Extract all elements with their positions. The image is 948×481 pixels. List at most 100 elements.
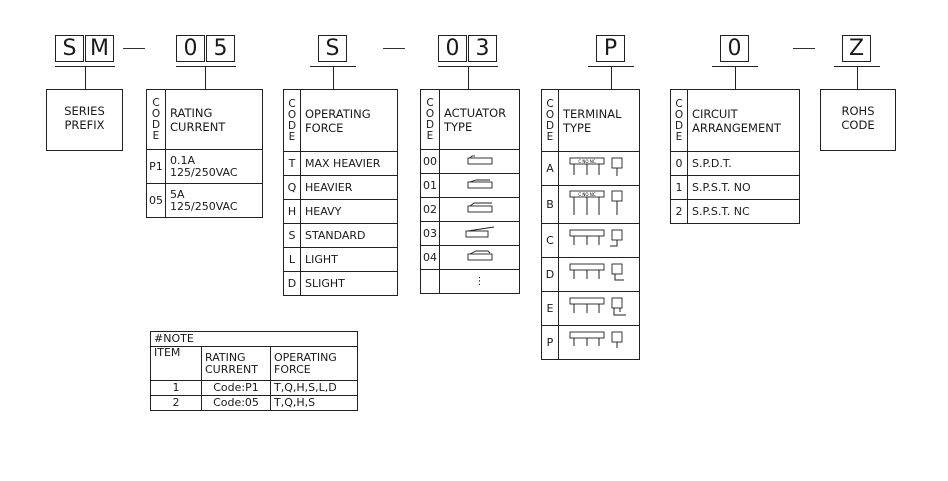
circuit-code-box: 0 [720, 35, 749, 62]
terminal-header: TERMINAL TYPE [558, 89, 640, 152]
terminal-pcb-straight-icon: C NO NC [569, 190, 623, 215]
code-vertical-label: C O D E [670, 89, 688, 152]
actuator-pin-plunger-icon [467, 155, 492, 165]
terminal-image-cell [558, 291, 640, 326]
note-force-cell: T,Q,H,S,L,D [270, 380, 358, 396]
table-row: 05 5A 125/250VAC [146, 183, 263, 218]
code-letter: C [546, 97, 554, 110]
code-letter: O [151, 107, 161, 120]
header-line: FORCE [305, 120, 344, 135]
rating-underline [176, 66, 236, 67]
rating-desc-line: 0.1A [170, 153, 196, 167]
terminal-code-cell: E [541, 291, 559, 326]
actuator-code-cell: 02 [420, 197, 440, 222]
rohs-code-label: ROHS CODE [821, 104, 895, 132]
header-line: ARRANGEMENT [692, 120, 781, 135]
code-vertical-label: C O D E [420, 89, 440, 150]
rating-header: RATING CURRENT [165, 89, 263, 150]
circuit-header: CIRCUIT ARRANGEMENT [687, 89, 800, 152]
code-vertical-label: C O D E [146, 89, 166, 150]
terminal-quick-connect-icon [569, 297, 626, 316]
table-row: ⋮ [420, 269, 520, 294]
code-letter: E [426, 129, 434, 142]
code-letter: E [152, 129, 160, 142]
separator-dash [123, 48, 145, 49]
rating-code-cell: 05 [146, 183, 166, 218]
actuator-image-cell [439, 173, 520, 198]
table-row: 03 [420, 221, 520, 246]
table-row: 2 Code:05 T,Q,H,S [150, 395, 358, 411]
force-header: OPERATING FORCE [300, 89, 398, 152]
note-table: #NOTE ITEM RATING CURRENT OPERATING FORC… [150, 331, 358, 411]
table-header-row: C O D E RATING CURRENT [146, 89, 263, 150]
terminal-code-box: P [596, 35, 625, 62]
code-letter: O [674, 108, 684, 121]
rohs-code-label-box: ROHS CODE [820, 89, 896, 151]
note-rating-cell: Code:P1 [201, 380, 271, 396]
table-row: P [541, 325, 640, 360]
rating-current-table: C O D E RATING CURRENT P1 0.1A 125/250VA… [146, 89, 263, 218]
actuator-code-cell: 01 [420, 173, 440, 198]
circuit-code-cell: 2 [670, 199, 688, 224]
terminal-image-cell: C NO NC [558, 151, 640, 186]
actuator-image-cell [439, 221, 520, 246]
code-letter: D [545, 119, 555, 132]
circuit-code-cell: 0 [670, 151, 688, 176]
rating-desc-line: 125/250VAC [170, 199, 238, 213]
note-header-force: OPERATING FORCE [270, 346, 358, 381]
terminal-code-cell: B [541, 185, 559, 224]
separator-dash [383, 48, 405, 49]
force-desc-cell: MAX HEAVIER [300, 151, 398, 176]
terminal-marks: C NO NC [578, 159, 595, 164]
table-header-row: C O D E TERMINAL TYPE [541, 89, 640, 152]
actuator-image-cell [439, 197, 520, 222]
code-letter: E [546, 130, 554, 143]
table-row: C [541, 223, 640, 258]
header-line: ACTUATOR [444, 105, 507, 120]
rating-code-box-1: 0 [176, 35, 205, 62]
note-force-cell: T,Q,H,S [270, 395, 358, 411]
actuator-header: ACTUATOR TYPE [439, 89, 520, 150]
code-letter: C [675, 97, 683, 110]
header-line: RATING [170, 105, 213, 120]
table-row: P1 0.1A 125/250VAC [146, 149, 263, 184]
code-letter: C [288, 97, 296, 110]
code-letter: D [674, 119, 684, 132]
note-header-rating: RATING CURRENT [201, 346, 271, 381]
force-desc-cell: STANDARD [300, 223, 398, 248]
force-code-cell: T [283, 151, 301, 176]
actuator-code-box-2: 3 [468, 35, 497, 62]
table-header-row: C O D E CIRCUIT ARRANGEMENT [670, 89, 800, 152]
terminal-image-cell [558, 325, 640, 360]
actuator-code-cell: 03 [420, 221, 440, 246]
terminal-type-table: C O D E TERMINAL TYPE A C NO NC B C NO N… [541, 89, 640, 360]
actuator-more-cell: ⋮ [439, 269, 520, 294]
code-vertical-label: C O D E [283, 89, 301, 152]
actuator-simulated-roller-icon [467, 250, 492, 261]
force-code-cell: H [283, 199, 301, 224]
terminal-pcb-left-icon [569, 263, 624, 281]
series-prefix-line1: SERIES [64, 104, 105, 118]
actuator-code-cell [420, 269, 440, 294]
note-item-cell: 1 [150, 380, 202, 396]
table-row: 00 [420, 149, 520, 174]
header-line: TERMINAL [563, 106, 622, 121]
circuit-connector [735, 66, 736, 89]
force-code-box: S [318, 35, 347, 62]
terminal-code-cell: A [541, 151, 559, 186]
actuator-image-cell [439, 149, 520, 174]
circuit-desc-cell: S.P.S.T. NC [687, 199, 800, 224]
code-letter: O [425, 107, 435, 120]
note-rating-cell: Code:05 [201, 395, 271, 411]
code-letter: D [287, 119, 297, 132]
actuator-code-cell: 00 [420, 149, 440, 174]
terminal-code-cell: P [541, 325, 559, 360]
actuator-image-cell [439, 245, 520, 270]
rating-connector [205, 66, 206, 89]
series-code-box-2: M [85, 35, 114, 62]
